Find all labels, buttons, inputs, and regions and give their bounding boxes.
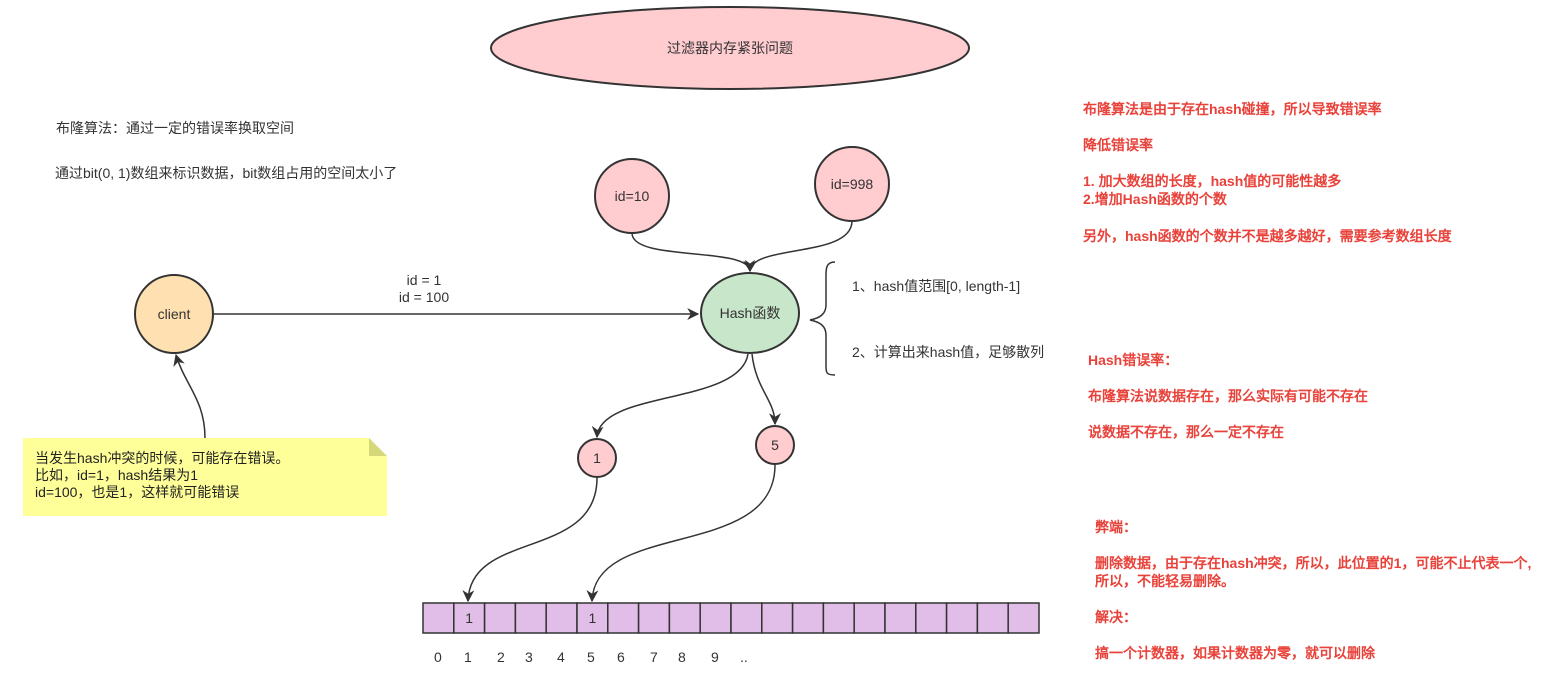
bit-index-label: 5 [587, 649, 595, 665]
bit-cell-value [1008, 603, 1039, 633]
result1-label: 1 [593, 450, 601, 466]
bit-cell-value [639, 603, 670, 633]
bit-cell-value [423, 603, 454, 633]
note-to-client-arrow[interactable] [173, 353, 206, 439]
bit-cell[interactable] [945, 602, 979, 634]
right-note-not-exists: 说数据不存在，那么一定不存在 [1088, 424, 1284, 440]
bit-index-label: 2 [497, 649, 505, 665]
bit-cell-value [854, 603, 885, 633]
right-note-collision: 布隆算法是由于存在hash碰撞，所以导致错误率 [1083, 101, 1382, 117]
bit-cell[interactable] [1007, 602, 1040, 634]
client-label: client [157, 306, 191, 322]
bit-index-label: 1 [464, 649, 472, 665]
right-note-point1: 1. 加大数组的长度，hash值的可能性越多 [1083, 173, 1342, 189]
bit-cell[interactable] [514, 602, 547, 634]
result1-node[interactable] [577, 438, 617, 478]
bloom-algorithm-description: 布隆算法：通过一定的错误率换取空间 [56, 120, 294, 136]
sticky-line1: 当发生hash冲突的时候，可能存在错误。 [35, 450, 290, 466]
bit-cell[interactable] [791, 602, 825, 634]
hash-distribution-note: 2、计算出来hash值，足够散列 [852, 344, 1045, 360]
bit-cell-value [485, 603, 516, 633]
right-note-hash-error: Hash错误率： [1088, 352, 1179, 368]
bit-cell-value [762, 603, 793, 633]
sticky-line3: id=100，也是1，这样就可能错误 [35, 484, 240, 500]
right-note-drawback: 弊端： [1095, 519, 1137, 535]
bit-cell-value [823, 603, 854, 633]
bit-index-label: 8 [678, 649, 686, 665]
right-note-exists: 布隆算法说数据存在，那么实际有可能不存在 [1088, 388, 1368, 404]
right-note-counter: 搞一个计数器，如果计数器为零，就可以删除 [1095, 645, 1375, 661]
result1-to-array-arrow[interactable] [462, 477, 598, 603]
hash-range-note: 1、hash值范围[0, length-1] [852, 278, 1021, 294]
result5-to-array-arrow[interactable] [586, 464, 776, 603]
bit-index-label: 4 [557, 649, 565, 665]
bit-index-label: 9 [711, 649, 719, 665]
bit-cell-value [731, 603, 762, 633]
bit-cell[interactable] [545, 602, 578, 634]
right-note-solution: 解决： [1095, 609, 1137, 625]
bit-cell-value [885, 603, 916, 633]
bit-cell-value [515, 603, 546, 633]
bit-index-label: 7 [650, 649, 658, 665]
bit-array [422, 602, 1040, 634]
curly-brace [809, 261, 836, 376]
hash-to-1-arrow[interactable] [591, 353, 749, 439]
hash-function-node[interactable] [700, 272, 800, 354]
bit-cell-value: 1 [588, 610, 597, 626]
bit-index-label: 3 [525, 649, 533, 665]
id998-label: id=998 [830, 176, 874, 192]
bit-cell-value [546, 603, 577, 633]
id10-to-hash-arrow[interactable] [631, 232, 756, 273]
hash-to-5-arrow[interactable] [751, 353, 781, 426]
bit-cell-value [916, 603, 947, 633]
bit-cell-value [669, 603, 700, 633]
sticky-line2: 比如，id=1，hash结果为1 [35, 467, 199, 483]
id998-to-hash-arrow[interactable] [744, 220, 853, 273]
id10-label: id=10 [614, 188, 650, 204]
bit-cell[interactable] [576, 602, 609, 634]
hash-function-label: Hash函数 [719, 305, 781, 321]
bit-index-label: .. [740, 649, 748, 665]
right-note-reduce: 降低错误率 [1083, 137, 1153, 153]
result5-node[interactable] [755, 425, 795, 465]
sticky-note[interactable]: 当发生hash冲突的时候，可能存在错误。 比如，id=1，hash结果为1 id… [23, 438, 387, 516]
title-ellipse[interactable] [490, 6, 970, 90]
bit-cell-value [977, 603, 1008, 633]
bit-cell-value [947, 603, 978, 633]
bit-array-description: 通过bit(0, 1)数组来标识数据，bit数组占用的空间太小了 [55, 165, 398, 181]
edge-label-line1: id = 1 [406, 272, 442, 288]
bit-cell[interactable] [761, 602, 794, 634]
bit-cell[interactable] [884, 602, 917, 634]
result5-label: 5 [771, 437, 779, 453]
bit-cell[interactable] [607, 602, 640, 634]
bit-cell-value [793, 603, 824, 633]
right-note-additional: 另外，hash函数的个数并不是越多越好，需要参考数组长度 [1083, 228, 1452, 244]
bit-cell[interactable] [853, 602, 886, 634]
bit-cell-value: 1 [465, 610, 474, 626]
bit-index-label: 6 [617, 649, 625, 665]
bit-index-label: 0 [434, 649, 442, 665]
bit-cell-value [608, 603, 639, 633]
bit-cell-value [700, 603, 731, 633]
bit-cell[interactable] [976, 602, 1009, 634]
right-note-delete2: 所以，不能轻易删除。 [1095, 573, 1235, 589]
page-title: 过滤器内存紧张问题 [667, 40, 793, 56]
note-fold [369, 438, 387, 456]
right-note-delete: 删除数据，由于存在hash冲突，所以，此位置的1，可能不止代表一个, [1095, 555, 1532, 571]
edge-label: id = 1 id = 100 [370, 271, 478, 307]
right-note-point2: 2.增加Hash函数的个数 [1083, 191, 1227, 207]
edge-label-line2: id = 100 [398, 289, 450, 305]
